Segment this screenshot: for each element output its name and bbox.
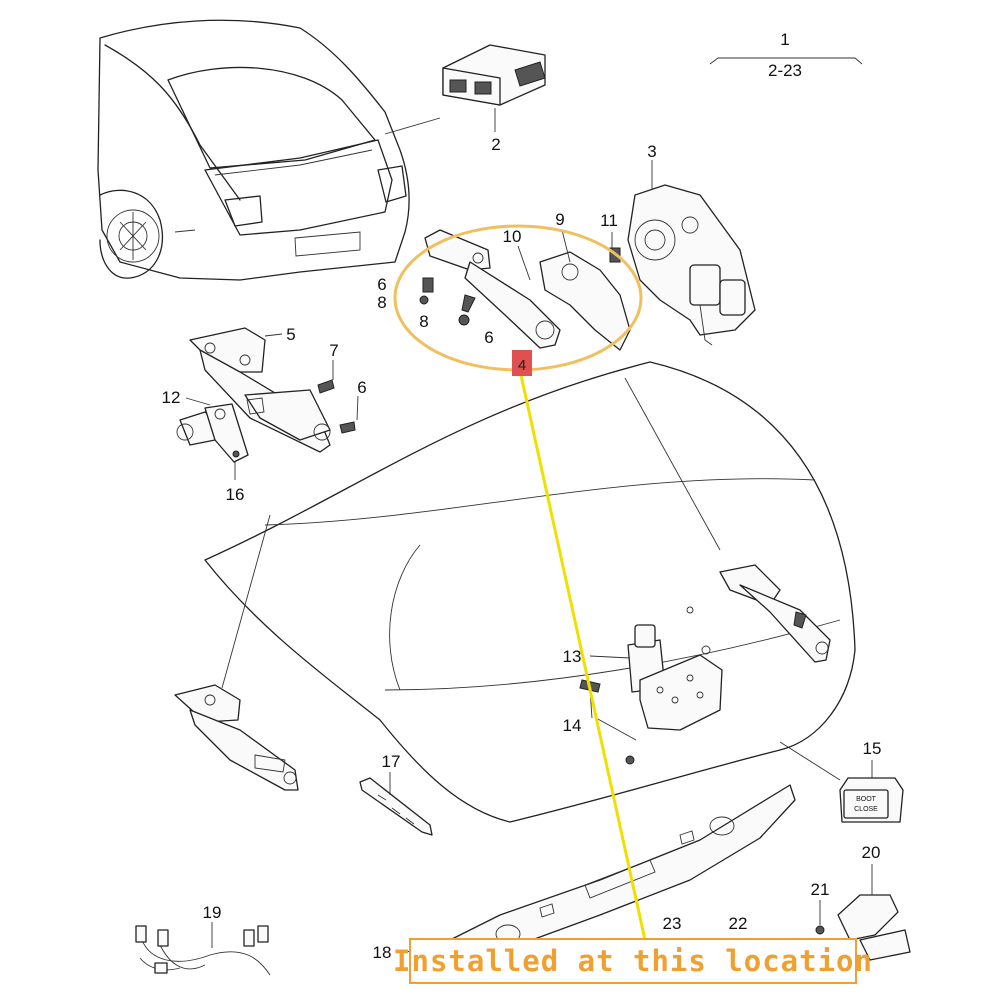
left-hinge-group: 5 7 6 12 16 [162,325,367,504]
header-range: 2-23 [768,61,802,80]
label-17: 17 [382,752,401,771]
switch-label-line2: CLOSE [854,806,878,813]
label-2: 2 [491,135,500,154]
label-6-lower: 6 [484,328,493,347]
label-13: 12 [162,388,181,407]
label-23: 23 [663,914,682,933]
label-7: 7 [329,341,338,360]
label-6-upper: 6 [377,275,386,294]
label-9: 9 [555,210,564,229]
control-module: 2 [442,44,546,154]
upper-hinge-group: 6 8 8 6 10 9 11 [377,210,631,351]
label-12: 16 [226,485,245,504]
label-21: 21 [811,880,830,899]
callout-leader [519,374,647,941]
callout-text: Installed at this location [393,944,873,978]
label-11: 11 [600,211,618,230]
label-3: 3 [647,142,656,161]
label-18: 19 [203,903,222,922]
label-20: 20 [862,843,881,862]
location-marker: 4 [512,350,532,376]
label-8-upper: 8 [377,293,386,312]
boot-close-switch: BOOT CLOSE 15 [779,739,904,823]
seal-strip: 17 [359,752,433,836]
switch-label-line1: BOOT [856,796,877,803]
header-label: 1 [780,30,789,49]
motor-assembly: 3 [627,142,756,346]
assembly-header: 1 2-23 [709,30,863,80]
callout-box: Installed at this location [393,938,872,984]
label-8-lower: 8 [419,312,428,331]
car-illustration [97,19,441,281]
boot-lid [204,361,856,823]
label-6-right: 6 [357,378,366,397]
label-15: 14 [563,716,582,735]
wiring-harness: 19 [135,903,271,976]
right-lid-hinge [624,377,831,663]
label-5: 5 [286,325,295,344]
label-10: 10 [503,227,522,246]
left-lid-hinge [174,514,299,791]
lower-brackets: 20 21 22 23 [663,843,911,961]
latch-assembly: 13 14 [563,606,723,765]
label-14: 13 [563,647,582,666]
label-22: 22 [729,914,748,933]
label-19: 18 [373,943,392,962]
label-16: 15 [863,739,882,758]
marker-label: 4 [518,357,526,374]
